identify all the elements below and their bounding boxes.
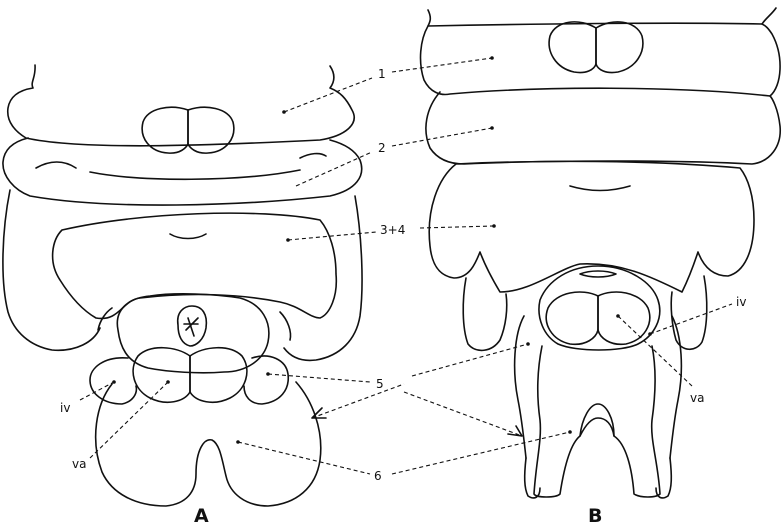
a-seg2-crease [90, 170, 300, 179]
a-segment-2 [3, 138, 362, 205]
b-valve-left [546, 292, 598, 344]
a-segment-1 [8, 65, 354, 146]
b-left-lateral [515, 316, 526, 458]
dot-5-b [526, 342, 530, 346]
dot-6-a [236, 440, 240, 444]
dot-2-b [490, 126, 494, 130]
label-1: 1 [378, 67, 386, 81]
leader-5-c [412, 344, 528, 376]
b-crotch-arc [580, 404, 614, 436]
b-lobe-right [596, 22, 643, 73]
labels: 1 2 3+4 5 6 iv va iv va A B [60, 67, 746, 527]
b-right-appendage [671, 276, 707, 349]
a-genital-opening [178, 306, 207, 346]
leader-34-a [288, 232, 376, 240]
leader-lines [80, 58, 732, 474]
a-seg2-slit [300, 154, 326, 158]
a-lobe-right [188, 107, 234, 153]
dot-iv-a [112, 380, 116, 384]
a-valve-left [133, 348, 190, 403]
label-va-a: va [72, 457, 86, 471]
b-lobe-left [549, 22, 596, 73]
leader-5-d [404, 392, 522, 436]
dot-34-b [492, 224, 496, 228]
dot-6-b [568, 430, 572, 434]
a-valve-right [190, 348, 247, 403]
leader-6-a [238, 442, 370, 474]
b-segment-1 [421, 24, 781, 96]
label-iv-b: iv [736, 295, 746, 309]
leader-5-a [268, 374, 370, 382]
a-inner-valve-right [244, 356, 288, 404]
label-2: 2 [378, 141, 386, 155]
leader-2-b [392, 128, 492, 146]
specimen-b [421, 8, 781, 498]
b-segment-2 [426, 92, 780, 164]
dot-34-a [286, 238, 290, 242]
b-genital-opening [580, 271, 616, 277]
panel-label-a: A [194, 505, 209, 527]
specimen-a [3, 65, 362, 506]
leader-34-b [420, 226, 494, 228]
dot-1-a [282, 110, 286, 114]
leader-5-b [312, 384, 404, 418]
leader-iv-a [80, 382, 114, 400]
label-va-b: va [690, 391, 704, 405]
a-left-flap [3, 190, 100, 350]
a-spine-right [280, 312, 291, 340]
dot-iv-b [648, 332, 652, 336]
b-top-rim [428, 8, 776, 26]
dot-va-b [616, 314, 620, 318]
b-seg34-mark [570, 186, 630, 191]
a-segment-3-4 [53, 213, 337, 318]
a-opening-hairs [184, 318, 198, 336]
label-3-4: 3+4 [380, 223, 405, 237]
a-seg34-mark [170, 234, 206, 239]
panel-label-b: B [588, 505, 602, 527]
leader-2-a [296, 152, 372, 186]
leader-iv-b [650, 304, 732, 334]
label-6: 6 [374, 469, 382, 483]
dot-1-b [490, 56, 494, 60]
a-right-flap [284, 196, 362, 360]
label-iv-a: iv [60, 401, 70, 415]
b-segment-6 [534, 346, 660, 497]
b-left-appendage [463, 278, 507, 350]
b-valve-right [598, 292, 650, 344]
leader-6-b [392, 432, 570, 474]
leader-1-a [284, 78, 372, 112]
leader-1-b [392, 58, 492, 72]
label-5: 5 [376, 377, 384, 391]
a-seg2-crease-left [36, 162, 76, 168]
leader-va-a [90, 382, 168, 458]
dot-5-a [266, 372, 270, 376]
dot-va-a [166, 380, 170, 384]
